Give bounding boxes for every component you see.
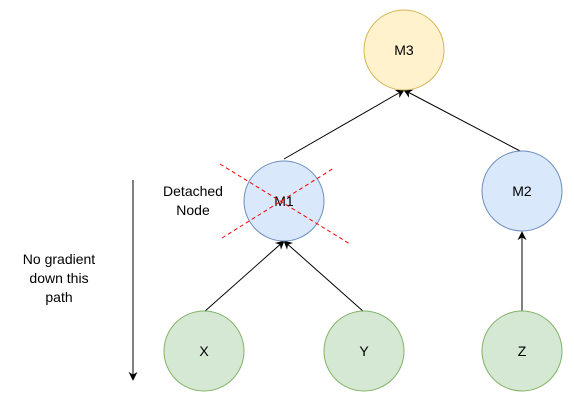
detached-node-note: Detached Node <box>163 183 223 218</box>
node-m2: M2 <box>481 150 563 232</box>
node-x-label: X <box>199 343 209 359</box>
node-m1: M1 <box>243 160 325 242</box>
edge-x-to-m1 <box>203 240 285 313</box>
node-m3-label: M3 <box>394 42 414 58</box>
node-m3: M3 <box>363 9 445 91</box>
node-z: Z <box>481 310 563 392</box>
node-m2-circle <box>481 150 563 232</box>
node-m2-label: M2 <box>512 183 532 199</box>
node-y-circle <box>323 310 405 392</box>
node-z-label: Z <box>518 343 527 359</box>
node-m1-circle <box>243 160 325 242</box>
node-y: Y <box>323 310 405 392</box>
node-z-circle <box>481 310 563 392</box>
edge-m2-to-m3 <box>403 89 523 153</box>
node-m1-label: M1 <box>274 193 294 209</box>
node-m3-circle <box>363 9 445 91</box>
detached-cross-line-1 <box>219 163 351 245</box>
node-y-label: Y <box>359 343 369 359</box>
edge-m1-to-m3 <box>283 89 405 160</box>
edge-y-to-m1 <box>283 240 365 313</box>
detached-cross-line-2 <box>221 167 335 239</box>
no-gradient-note: No gradient down this path <box>22 251 96 305</box>
node-x-circle <box>163 310 245 392</box>
node-x: X <box>163 310 245 392</box>
